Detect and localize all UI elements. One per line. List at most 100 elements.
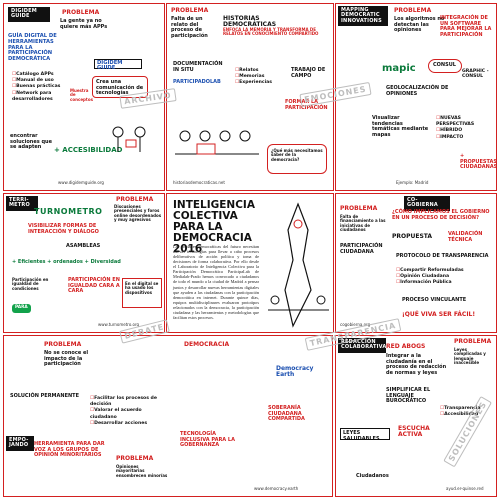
red-abogs: RED ABOGS <box>386 343 426 350</box>
turnometro-logo: TURNOMETRO <box>34 207 103 216</box>
tech-label: TECNOLOGÍA INCLUSIVA PARA LA GOBERNANZA <box>180 431 235 449</box>
checklist-item: Desarrollar acciones <box>90 421 160 427</box>
law-checklist: Transparencia Accesibilidad <box>440 406 496 418</box>
main-title: INTELIGENCIA COLECTIVA PARA LA DEMOCRACI… <box>173 199 255 256</box>
leyes-box: LEYES SALUDABLES <box>340 428 390 441</box>
checklist-item: Información Pública <box>396 280 492 286</box>
tower-doodle <box>268 202 329 328</box>
tool-label: HERRAMIENTA PARA DAR VOZ A LOS GRUPOS DE… <box>34 441 105 459</box>
group-doodle <box>175 130 259 155</box>
simplify: SIMPLIFICAR EL LENGUAJE BUROCRÁTICO <box>386 387 431 405</box>
footer-url: www.digidemguide.org <box>58 180 104 185</box>
project-tag: MAPPING DEMOCRATIC INNOVATIONS <box>338 6 388 26</box>
proportion: Participación en igualdad de condiciones <box>12 277 49 291</box>
logo-text: DIGIDEM GUIDE <box>97 60 123 72</box>
cierre: ¡QUÉ VIVA SER FÁCIL! <box>402 311 476 318</box>
subtitle: ENFOCA LA MEMORIA Y TRANSFORMA DE RELATO… <box>223 27 319 37</box>
mid-note: Muestra de conceptos <box>70 88 93 102</box>
earth-logo: Democracy Earth <box>276 365 314 379</box>
title: INTEGRACIÓN DE UN SOFTWARE PARA MEJORAR … <box>440 15 492 38</box>
title: VISIBILIZAR FORMAS DE INTERACCIÓN Y DIÁL… <box>28 223 99 235</box>
solution-label: SOLUCIÓN PERMANENTE <box>10 393 80 399</box>
checklist-item: Network para desarrolladores <box>12 91 72 103</box>
panel-empojando: EMPO-JANDO PROBLEMA No se conoce el impa… <box>3 335 333 497</box>
escucha: ESCUCHA ACTIVA <box>398 425 430 439</box>
checklist-item: Memorias <box>235 74 285 80</box>
project-tag: TERRI-METRO <box>6 196 38 211</box>
story-checklist: Relatos Memorias Experiencias <box>235 68 285 87</box>
ciudadanos: Ciudadanos <box>356 473 389 479</box>
project-tag: DIGIDEM GUIDE <box>8 7 50 22</box>
problem2-label: PROBLEMA <box>116 455 154 462</box>
question-box: ¿Qué más necesitamos saber de la democra… <box>267 144 327 174</box>
problem-label: PROBLEMA <box>116 196 154 203</box>
checklist-item: Catálogo APPs <box>12 72 72 78</box>
problem-text: Discusiones presenciales y foros online … <box>114 204 162 223</box>
checklist-item: Opinión Ciudadana <box>396 274 492 280</box>
checklist-item: HÍBRIDO <box>436 128 486 134</box>
problem-label: PROBLEMA <box>394 7 432 14</box>
footer-url: cogobierna.org <box>340 322 371 327</box>
red-abogs-text: Integrar a la ciudadanía en el proceso d… <box>386 353 447 376</box>
checklist-item: Accesibilidad <box>440 412 496 418</box>
feature-checklist: Catálogo APPs Manual de uso Buenas práct… <box>12 72 72 103</box>
problem-text: Los algoritmos no detectan las opiniones <box>394 16 445 34</box>
checklist-item: Facilitar los procesos de decisión <box>90 396 160 408</box>
proceso: PROCESO VINCULANTE <box>402 297 467 303</box>
crea-box: Crea una comunicación de tecnologías <box>92 76 148 98</box>
panel-mapping-innovations: MAPPING DEMOCRATIC INNOVATIONS PROBLEMA … <box>335 3 497 191</box>
people-doodle <box>112 126 146 152</box>
question-text: ¿Qué más necesitamos saber de la democra… <box>271 148 323 162</box>
footer-url: ayud.er-quinse.red <box>446 486 484 491</box>
propuestas: + PROPUESTAS CIUDADANAS <box>460 153 497 171</box>
asambleas: ASAMBLEAS <box>66 243 101 249</box>
panel-cogobierna: CO-GOBIERNA ¿CÓMO IMPLICAMOS EL GOBIERNO… <box>335 193 497 333</box>
panel-historias-democraticas: PROBLEMA Falta de un relato del proceso … <box>166 3 334 191</box>
ciudadana: PARTICIPACIÓN CIUDADANA <box>340 243 383 255</box>
protocol-checklist: Compartir Reformuladas Opinión Ciudadana… <box>396 268 492 287</box>
checklist-item: Valorar el acuerdo ciudadano <box>90 408 160 420</box>
note-box: En el digital se ha usado los dispositiv… <box>122 278 162 308</box>
problem-text: Leyes complicadas y lenguaje inaccesible <box>454 347 486 366</box>
panel-redaccion-colaborativa: REDACCIÓN COLABORATIVA PROBLEMA Leyes co… <box>335 335 497 497</box>
participadolab: PARTICIPADOLAB <box>173 79 221 85</box>
problem-text: La gente ya no quiere más APPs <box>60 18 108 30</box>
accessibility-label: + ACCESIBILIDAD <box>54 146 123 154</box>
project-tag: CO-GOBIERNA <box>404 196 450 211</box>
validation: VALIDACIÓN TÉCNICA <box>448 231 483 243</box>
sober-label: SOBERANÍA CIUDADANA COMPARTIDA <box>268 405 305 423</box>
panel-turnometro: TERRI-METRO TURNOMETRO PROBLEMA Discusio… <box>3 193 165 333</box>
problem-label: PROBLEMA <box>44 341 82 348</box>
checklist-item: IMPACTO <box>436 135 486 141</box>
question: ¿CÓMO IMPLICAMOS EL GOBIERNO EN UN PROCE… <box>392 209 490 221</box>
title: HISTORIAS DEMOCRÁTICAS <box>223 15 277 29</box>
checklist-item: Buenas prácticas <box>12 84 72 90</box>
problem-label: PROBLEMA <box>171 7 209 14</box>
panel-digidem-guide: DIGIDEM GUIDE PROBLEMA La gente ya no qu… <box>3 3 165 191</box>
problem2-text: Opiniones mayoritarias ensombrecen minor… <box>116 464 168 478</box>
solution-checklist: Facilitar los procesos de decisión Valor… <box>90 396 160 427</box>
consul-label: CONSUL <box>433 62 456 68</box>
problem-text: No se conoce el impacto de la participac… <box>44 350 89 368</box>
democracia-label: DEMOCRACIA <box>184 341 230 348</box>
logo-box: DIGIDEM GUIDE <box>94 59 142 72</box>
checklist-item: Experiencias <box>235 80 285 86</box>
footer-url: www.democracy.earth <box>254 486 299 491</box>
mapic-logo: mapic <box>382 63 416 74</box>
main-body: Las ciudades democráticas del futuro nec… <box>173 244 259 320</box>
consul-box: CONSUL <box>428 59 462 73</box>
visualize-text: Visualizar tendencias temáticas mediante… <box>372 115 429 138</box>
checklist-item: Relatos <box>235 68 285 74</box>
protocol: PROTOCOLO DE TRANSPARENCIA <box>396 253 489 259</box>
problem-label: PROBLEMA <box>340 205 378 212</box>
problem-text: Falta de financiamiento a las iniciativa… <box>340 214 386 233</box>
checklist-item: NUEVAS PERSPECTIVAS <box>436 116 486 128</box>
footer-url: www.turnometro.org <box>98 322 140 327</box>
checklist-item: Compartir Reformuladas <box>396 268 492 274</box>
checklist-item: Manual de uso <box>12 78 72 84</box>
problem-text: Falta de un relato del proceso de partic… <box>171 16 208 39</box>
note-text: En el digital se ha usado los dispositiv… <box>125 281 159 295</box>
formar-label: FORMAR LA PARTICIPACIÓN <box>285 99 328 111</box>
footer-url: historiasdemocraticas.net <box>173 180 225 185</box>
